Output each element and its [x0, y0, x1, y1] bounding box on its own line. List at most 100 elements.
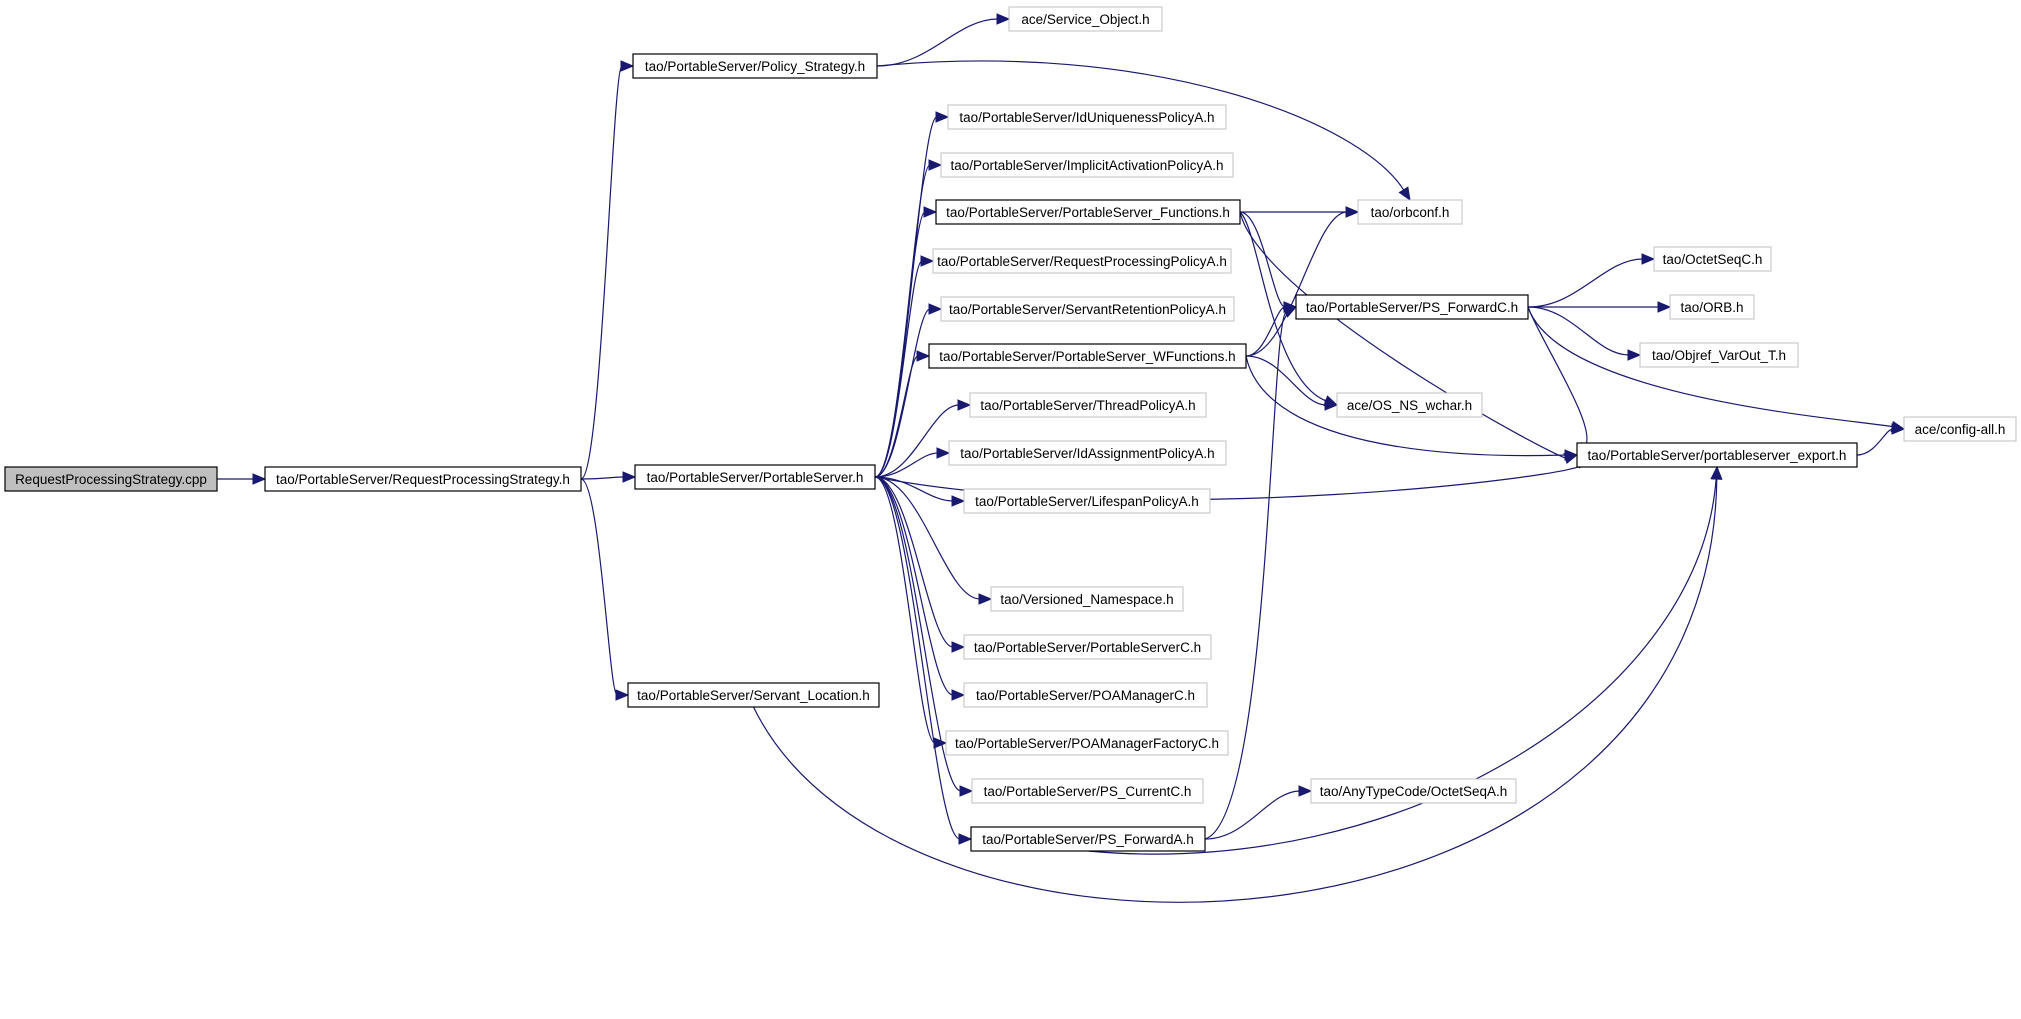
graph-node-tao-portableserver-requestprocessingstrategy-h[interactable]: tao/PortableServer/RequestProcessingStra…	[264, 466, 582, 492]
graph-edge	[874, 476, 966, 701]
graph-node-tao-portableserver-servantretentionpolicya-h: tao/PortableServer/ServantRetentionPolic…	[940, 296, 1235, 322]
node-label: tao/PortableServer/POAManagerC.h	[976, 688, 1195, 703]
edge-line	[1527, 306, 1588, 448]
node-box	[990, 586, 1184, 612]
node-label: tao/PortableServer/Servant_Location.h	[637, 688, 870, 703]
node-box	[1653, 246, 1772, 272]
graph-node-tao-portableserver-requestprocessingpolicya-h: tao/PortableServer/RequestProcessingPoli…	[932, 248, 1232, 274]
graph-node-ace-service-object-h: ace/Service_Object.h	[1008, 6, 1163, 32]
graph-node-tao-portableserver-portableserver-functions-h[interactable]: tao/PortableServer/PortableServer_Functi…	[935, 199, 1241, 225]
graph-node-tao-portableserver-threadpolicya-h: tao/PortableServer/ThreadPolicyA.h	[969, 392, 1207, 418]
edge-line	[876, 18, 999, 67]
node-box	[1639, 342, 1799, 368]
node-box	[963, 682, 1208, 708]
graph-edge	[876, 60, 1411, 202]
node-label: ace/config-all.h	[1915, 422, 2006, 437]
graph-edge	[1527, 306, 1906, 433]
edge-line	[1087, 477, 1717, 855]
edge-line	[1527, 306, 1894, 428]
graph-edge	[580, 471, 637, 483]
edge-line	[1239, 211, 1567, 459]
graph-node-tao-portableserver-ps-forwardc-h[interactable]: tao/PortableServer/PS_ForwardC.h	[1295, 294, 1529, 320]
arrowhead-icon	[951, 689, 966, 701]
graph-node-tao-objref-varout-t-h: tao/Objref_VarOut_T.h	[1639, 342, 1799, 368]
graph-edge	[752, 465, 1723, 903]
graph-node-tao-portableserver-portableserver-h[interactable]: tao/PortableServer/PortableServer.h	[634, 464, 876, 490]
graph-edge	[580, 60, 635, 480]
graph-node-tao-portableserver-idassignmentpolicya-h: tao/PortableServer/IdAssignmentPolicyA.h	[948, 440, 1227, 466]
graph-node-tao-portableserver-implicitactivationpolicya-h: tao/PortableServer/ImplicitActivationPol…	[940, 152, 1234, 178]
node-label: tao/Objref_VarOut_T.h	[1652, 348, 1786, 363]
arrowhead-icon	[1298, 785, 1313, 797]
graph-node-tao-orb-h: tao/ORB.h	[1669, 294, 1755, 320]
arrowhead-icon	[1398, 186, 1411, 202]
node-box	[940, 152, 1234, 178]
node-box	[945, 730, 1229, 756]
edge-line	[1239, 211, 1286, 308]
node-box	[935, 199, 1241, 225]
node-label: tao/PortableServer/PS_ForwardC.h	[1306, 300, 1518, 315]
graph-node-tao-portableserver-portableserver-wfunctions-h[interactable]: tao/PortableServer/PortableServer_WFunct…	[928, 343, 1247, 369]
node-box	[632, 53, 878, 79]
arrowhead-icon	[996, 13, 1011, 25]
edge-line	[1245, 355, 1567, 457]
node-box	[963, 634, 1212, 660]
arrowhead-icon	[1891, 423, 1906, 435]
arrowhead-icon	[252, 473, 267, 485]
node-box	[1336, 392, 1483, 418]
graph-edge	[1856, 423, 1906, 456]
arrowhead-icon	[1324, 399, 1339, 411]
graph-node-tao-portableserver-servant-location-h[interactable]: tao/PortableServer/Servant_Location.h	[627, 682, 880, 708]
node-box	[928, 343, 1247, 369]
edge-line	[874, 476, 961, 840]
arrowhead-icon	[951, 495, 966, 507]
arrowhead-icon	[1345, 206, 1360, 218]
graph-node-tao-portableserver-policy-strategy-h[interactable]: tao/PortableServer/Policy_Strategy.h	[632, 53, 878, 79]
edge-line	[1245, 211, 1348, 357]
graph-edge	[1204, 306, 1298, 840]
node-label: ace/Service_Object.h	[1021, 12, 1149, 27]
arrowhead-icon	[978, 593, 993, 605]
node-label: tao/orbconf.h	[1371, 205, 1450, 220]
graph-node-tao-portableserver-portableserver-export-h[interactable]: tao/PortableServer/portableserver_export…	[1576, 442, 1858, 468]
node-label: tao/PortableServer/portableserver_export…	[1588, 448, 1847, 463]
edge-line	[874, 308, 931, 478]
graph-node-tao-anytypecode-octetseqa-h: tao/AnyTypeCode/OctetSeqA.h	[1310, 778, 1517, 804]
graph-node-tao-orbconf-h: tao/orbconf.h	[1357, 199, 1463, 225]
graph-edge	[874, 476, 973, 845]
node-box	[627, 682, 880, 708]
node-label: tao/PortableServer/ServantRetentionPolic…	[949, 302, 1226, 317]
edge-line	[1245, 355, 1327, 406]
node-box	[1903, 416, 2017, 442]
node-label: tao/PortableServer/Policy_Strategy.h	[645, 59, 865, 74]
edge-line	[874, 476, 962, 792]
arrowhead-icon	[935, 111, 950, 123]
graph-node-tao-portableserver-portableserverc-h: tao/PortableServer/PortableServerC.h	[963, 634, 1212, 660]
node-label: tao/Versioned_Namespace.h	[1000, 592, 1173, 607]
arrowhead-icon	[933, 737, 948, 749]
graph-node-tao-portableserver-ps-forwarda-h[interactable]: tao/PortableServer/PS_ForwardA.h	[970, 826, 1206, 852]
graph-edge	[874, 476, 948, 749]
graph-edge	[1245, 355, 1339, 411]
graph-edge	[1527, 253, 1656, 308]
node-box	[963, 488, 1211, 514]
arrowhead-icon	[615, 689, 630, 701]
graph-edge	[580, 478, 630, 701]
graph-edge	[874, 476, 966, 507]
arrowhead-icon	[928, 303, 943, 315]
graph-edge	[1240, 206, 1360, 218]
graph-edge	[1245, 355, 1579, 461]
arrowhead-icon	[951, 641, 966, 653]
graph-node-requestprocessingstrategy-cpp[interactable]: RequestProcessingStrategy.cpp	[4, 466, 218, 492]
graph-node-tao-portableserver-iduniquenesspolicya-h: tao/PortableServer/IdUniquenessPolicyA.h	[947, 104, 1227, 130]
edge-line	[1527, 258, 1644, 308]
arrowhead-icon	[920, 255, 935, 267]
graph-edge	[216, 473, 267, 485]
node-box	[970, 826, 1206, 852]
graph-edge	[874, 255, 935, 478]
node-box	[971, 778, 1204, 804]
node-label: tao/PortableServer/PortableServer.h	[647, 470, 864, 485]
edge-line	[580, 65, 623, 480]
graph-edge	[874, 350, 931, 478]
